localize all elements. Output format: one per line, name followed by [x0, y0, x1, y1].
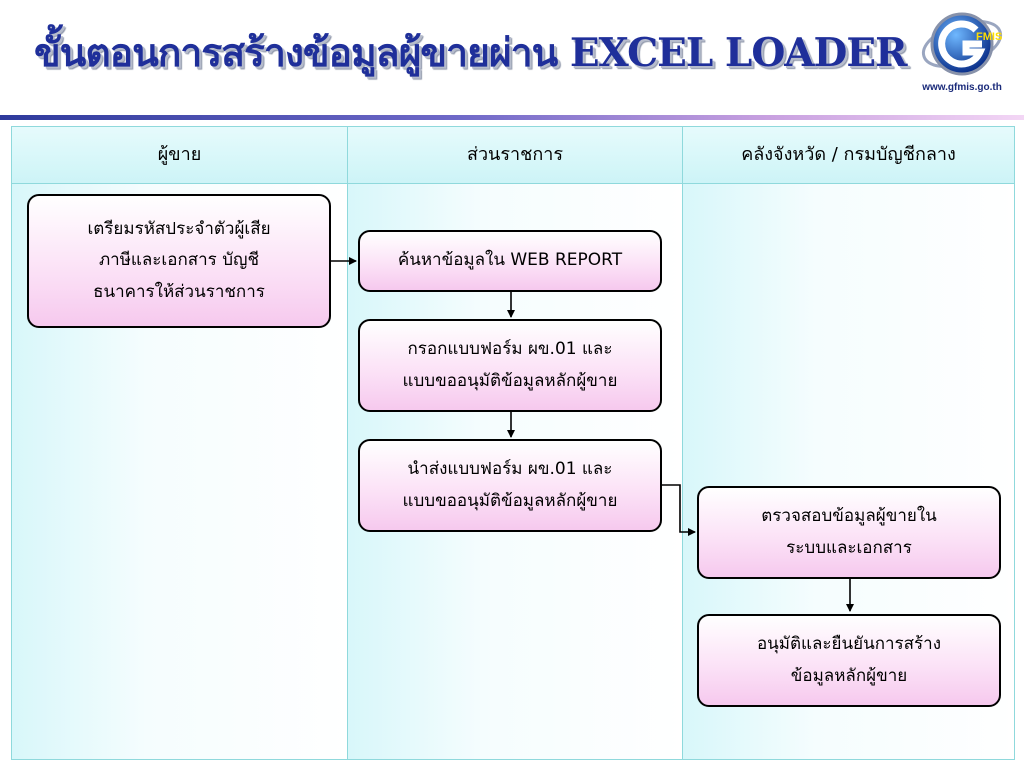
step-fill-form-label: กรอกแบบฟอร์ม ผข.01 และ แบบขออนุมัติข้อมู… [402, 339, 618, 391]
step-prepare-documents-label: เตรียมรหัสประจำตัวผู้เสีย ภาษีและเอกสาร … [87, 218, 271, 302]
logo-text: FMIS [976, 31, 1002, 43]
step-verify-data-label: ตรวจสอบข้อมูลผู้ขายใน ระบบและเอกสาร [761, 506, 937, 558]
step-verify-data: ตรวจสอบข้อมูลผู้ขายใน ระบบและเอกสาร [697, 486, 1001, 579]
step-approve-vendor: อนุมัติและยืนยันการสร้าง ข้อมูลหลักผู้ขา… [697, 614, 1001, 707]
lane-header-agency: ส่วนราชการ [348, 127, 682, 184]
globe-logo-icon: FMIS [921, 12, 1002, 76]
step-prepare-documents: เตรียมรหัสประจำตัวผู้เสีย ภาษีและเอกสาร … [27, 194, 331, 328]
lane-header-vendor: ผู้ขาย [12, 127, 347, 184]
step-search-web-report: ค้นหาข้อมูลใน WEB REPORT [358, 230, 662, 292]
page-title: ขั้นตอนการสร้างข้อมูลผู้ขายผ่าน EXCEL LO… [34, 30, 908, 76]
step-submit-form-label: นำส่งแบบฟอร์ม ผข.01 และ แบบขออนุมัติข้อม… [402, 459, 618, 511]
logo-url: www.gfmis.go.th [922, 82, 1002, 93]
lane-header-treasury: คลังจังหวัด / กรมบัญชีกลาง [683, 127, 1014, 184]
title-divider-bar [0, 115, 1024, 120]
step-fill-form: กรอกแบบฟอร์ม ผข.01 และ แบบขออนุมัติข้อมู… [358, 319, 662, 412]
step-approve-vendor-label: อนุมัติและยืนยันการสร้าง ข้อมูลหลักผู้ขา… [756, 634, 942, 686]
step-search-web-report-label: ค้นหาข้อมูลใน WEB REPORT [397, 250, 623, 271]
gfmis-logo: FMIS www.gfmis.go.th [904, 6, 1020, 102]
step-submit-form: นำส่งแบบฟอร์ม ผข.01 และ แบบขออนุมัติข้อม… [358, 439, 662, 532]
